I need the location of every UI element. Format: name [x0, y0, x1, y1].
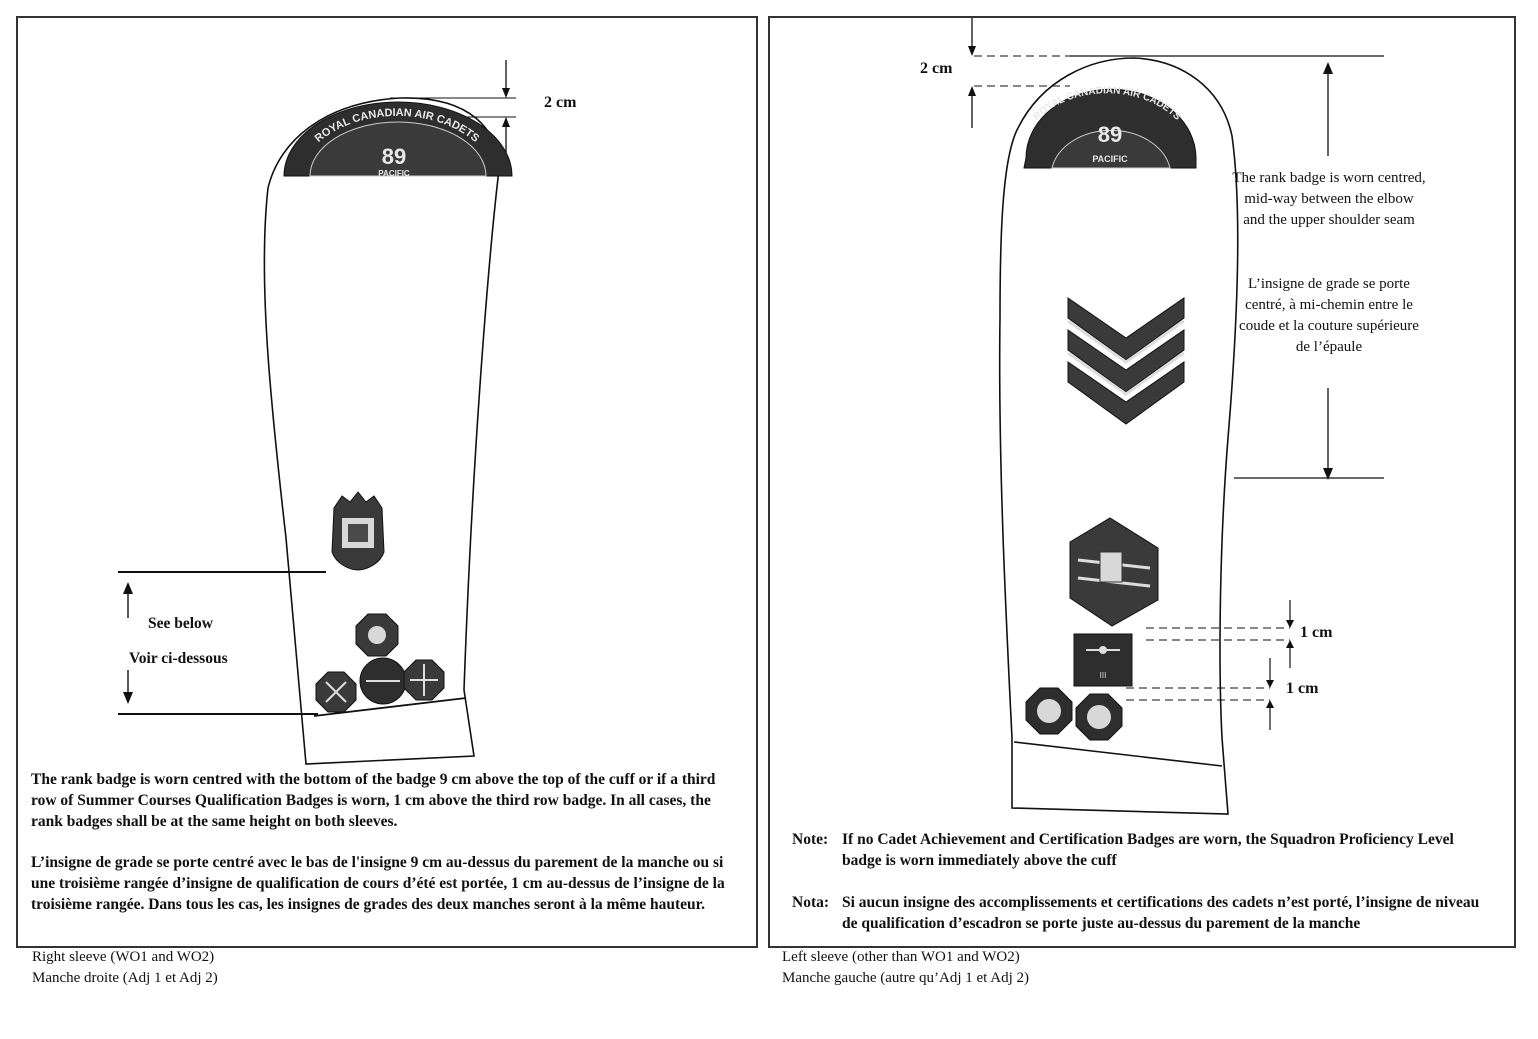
left-cuff-line [1013, 741, 1223, 767]
warrant-officer-crest-icon [331, 491, 385, 571]
proficiency-level-badge-icon: III [1073, 633, 1133, 687]
left-sleeve-outline [998, 57, 1239, 815]
left-spacing-measurements [1126, 600, 1294, 730]
left-sleeve-panel: ROYAL CANADIAN AIR CADETS 89 PACIFIC III [768, 16, 1516, 948]
see-below-label-fr: Voir ci-dessous [129, 650, 228, 667]
squadron-shoulder-badge-right: ROYAL CANADIAN AIR CADETS 89 PACIFIC [283, 101, 513, 178]
right-rank-paragraph-en: The rank badge is worn centred with the … [31, 771, 716, 830]
right-sleeve-panel: ROYAL CANADIAN AIR CADETS 89 PACIFIC [16, 16, 758, 948]
sergeant-chevrons-icon [1067, 297, 1185, 425]
badge-number: 89 [1098, 122, 1122, 147]
flight-sergeant-badge-icon [1069, 517, 1159, 627]
achievement-badges [1025, 687, 1123, 741]
note-en-text: If no Cadet Achievement and Certificatio… [842, 831, 1454, 869]
left-top-measurement [968, 18, 1384, 128]
see-below-label-en: See below [148, 615, 214, 632]
badge-number: 89 [382, 144, 406, 169]
squadron-shoulder-badge-left: ROYAL CANADIAN AIR CADETS 89 PACIFIC [1023, 85, 1197, 169]
left-1cm-label-2: 1 cm [1286, 680, 1319, 697]
left-1cm-label-1: 1 cm [1300, 624, 1333, 641]
summer-course-badges [315, 613, 445, 713]
left-sleeve-diagram: ROYAL CANADIAN AIR CADETS 89 PACIFIC III [968, 18, 1384, 815]
right-caption-fr: Manche droite (Adj 1 et Adj 2) [32, 970, 218, 986]
badge-region: PACIFIC [1092, 154, 1128, 164]
left-instruction-fr: L’insigne de grade se porte centré, à mi… [1239, 276, 1419, 355]
left-caption-fr: Manche gauche (autre qu’Adj 1 et Adj 2) [782, 970, 1029, 986]
note-en-label: Note: [792, 831, 829, 848]
left-caption-en: Left sleeve (other than WO1 and WO2) [782, 949, 1020, 965]
badge-region: PACIFIC [378, 169, 410, 178]
right-2cm-label: 2 cm [544, 94, 577, 111]
note-fr-label: Nota: [792, 894, 830, 911]
right-cuff-line [313, 697, 467, 717]
left-2cm-label: 2 cm [920, 60, 953, 77]
right-sleeve-diagram: ROYAL CANADIAN AIR CADETS 89 PACIFIC [118, 60, 516, 765]
right-rank-paragraph-fr: L’insigne de grade se porte centré avec … [31, 854, 725, 913]
left-instruction-en: The rank badge is worn centred, mid-way … [1232, 170, 1426, 228]
right-caption-en: Right sleeve (WO1 and WO2) [32, 949, 215, 965]
level-badge-text: III [1100, 671, 1107, 680]
note-fr-text: Si aucun insigne des accomplissements et… [842, 894, 1480, 932]
left-midway-measurement [1234, 62, 1384, 480]
right-see-below-measurement [118, 571, 326, 715]
